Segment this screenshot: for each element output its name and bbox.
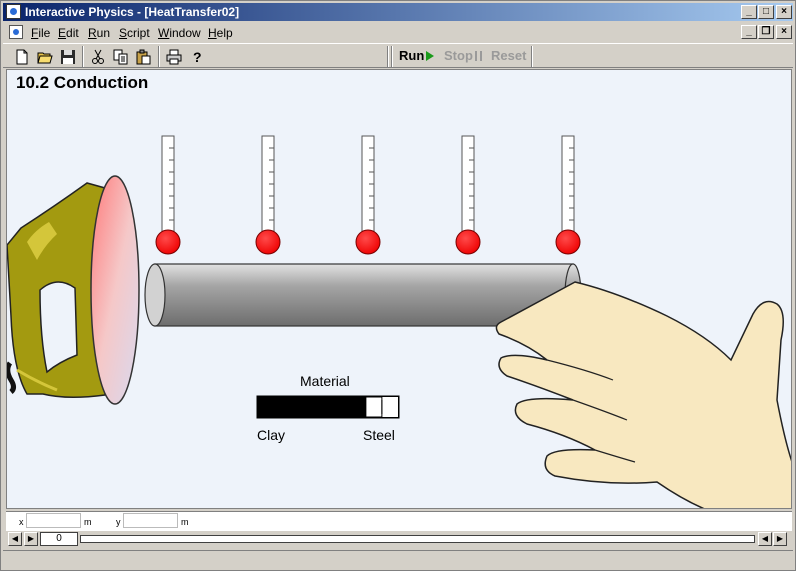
- title-bar[interactable]: Interactive Physics - [HeatTransfer02] _…: [3, 3, 793, 21]
- frame-prev-end-icon[interactable]: ◀: [758, 532, 772, 546]
- slider-max-label: Steel: [363, 427, 395, 443]
- reset-button[interactable]: Reset: [491, 48, 527, 63]
- iron-heat-source[interactable]: [7, 175, 140, 405]
- status-bar: [3, 550, 793, 568]
- thermometer-bulb: [555, 229, 581, 255]
- frame-slider-track[interactable]: [80, 535, 755, 543]
- app-icon[interactable]: [6, 4, 21, 19]
- menu-script[interactable]: Script: [119, 26, 150, 40]
- menu-edit[interactable]: Edit: [58, 26, 79, 40]
- play-icon: [426, 50, 435, 61]
- window-title: Interactive Physics - [HeatTransfer02]: [25, 5, 240, 19]
- help-icon[interactable]: ?: [186, 47, 208, 66]
- menu-help[interactable]: Help: [208, 26, 233, 40]
- frame-control-bar: ◀ ▶ 0 ◀ ▶: [6, 531, 792, 548]
- close-button[interactable]: ×: [776, 5, 792, 19]
- y-unit-label: m: [181, 517, 189, 527]
- print-icon[interactable]: [163, 47, 185, 66]
- thermometer-bulb: [155, 229, 181, 255]
- toolbar: ? Run Stop Reset: [3, 43, 793, 68]
- menu-file[interactable]: File: [31, 26, 51, 40]
- frame-next-end-icon[interactable]: ▶: [773, 532, 787, 546]
- slider-title-label: Material: [300, 373, 350, 389]
- thermometer-row: [155, 135, 581, 255]
- x-coordinate-label: x: [19, 517, 24, 527]
- thermometer-bulb: [455, 229, 481, 255]
- save-disk-icon[interactable]: [57, 47, 79, 66]
- simulation-workspace[interactable]: 10.2 Conduction Material Clay Steel: [6, 69, 792, 509]
- slider-min-label: Clay: [257, 427, 286, 443]
- menu-window[interactable]: Window: [158, 26, 201, 40]
- hand[interactable]: [495, 281, 792, 509]
- stop-button[interactable]: Stop: [444, 48, 482, 63]
- pause-icon: [474, 50, 482, 61]
- copy-icon[interactable]: [110, 47, 132, 66]
- new-file-icon[interactable]: [11, 47, 33, 66]
- paste-icon[interactable]: [133, 47, 155, 66]
- run-button[interactable]: Run: [399, 48, 435, 63]
- frame-number-field[interactable]: 0: [40, 532, 78, 546]
- frame-forward-icon[interactable]: ▶: [24, 532, 38, 546]
- svg-text:?: ?: [193, 49, 202, 65]
- y-coordinate-field[interactable]: [123, 513, 178, 528]
- thermometer-bulb: [255, 229, 281, 255]
- thermometer: [255, 135, 281, 255]
- simulation-scene: [7, 135, 792, 509]
- coordinate-bar: x m y m: [6, 511, 792, 531]
- menu-run[interactable]: Run: [88, 26, 111, 40]
- mdi-close-button[interactable]: ×: [776, 25, 792, 39]
- frame-back-icon[interactable]: ◀: [8, 532, 22, 546]
- material-slider[interactable]: [256, 395, 400, 419]
- x-coordinate-field[interactable]: [26, 513, 81, 528]
- thermometer: [555, 135, 581, 255]
- maximize-button[interactable]: □: [758, 5, 774, 19]
- x-unit-label: m: [84, 517, 92, 527]
- page-title: 10.2 Conduction: [16, 73, 149, 92]
- thermometer: [455, 135, 481, 255]
- minimize-button[interactable]: _: [741, 5, 757, 19]
- cut-scissors-icon[interactable]: [87, 47, 109, 66]
- mdi-minimize-button[interactable]: _: [741, 25, 757, 39]
- menu-bar: File Edit Run Script Window Help _ ❐ ×: [3, 23, 793, 42]
- thermometer-bulb: [355, 229, 381, 255]
- thermometer: [355, 135, 381, 255]
- thermometer: [155, 135, 181, 255]
- open-folder-icon[interactable]: [34, 47, 56, 66]
- document-icon[interactable]: [9, 25, 23, 39]
- y-coordinate-label: y: [116, 517, 121, 527]
- mdi-restore-button[interactable]: ❐: [758, 25, 774, 39]
